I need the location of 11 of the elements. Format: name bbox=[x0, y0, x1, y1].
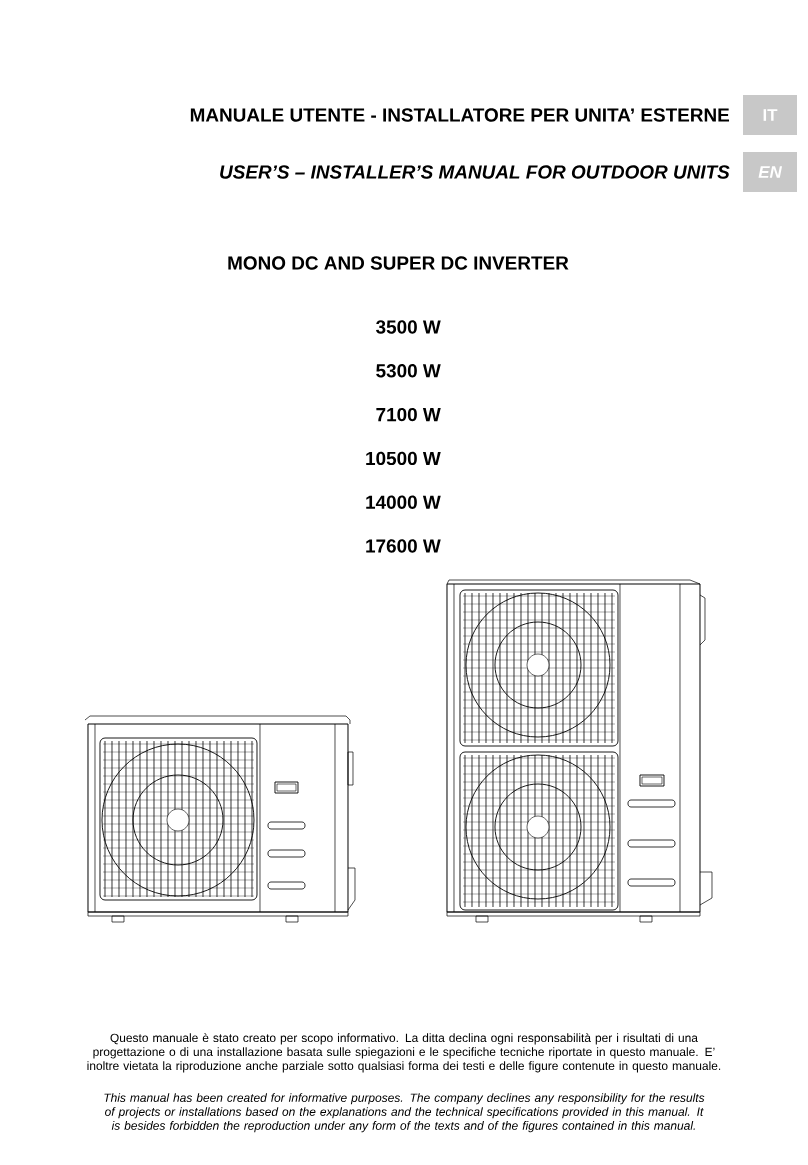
subtitle: MONO DC AND SUPER DC INVERTER bbox=[228, 256, 569, 270]
disclaimer: Questo manuale è stato creato per scopo informativo. La ditta declina ogni responsabilità per i risultati di una progettazione o di una installazione basata sulle spiegazioni e le specifiche tecniche riportate in questo manuale. E’ inoltre vietata la riproduzione anche parziale sotto qualsiasi forma dei testi e delle figure contenute in questo manuale. bbox=[87, 1033, 721, 1073]
power-rating: 17600 W bbox=[366, 539, 441, 553]
power-rating: 3500 W bbox=[376, 320, 441, 334]
power-rating: 5300 W bbox=[376, 364, 441, 378]
disclaimer: This manual has been created for informative purposes. The company declines any responsibility for the results of projects or installations based on the explanations and the technical specifications provided in this manual. It is besides forbidden the reproduction under any form of the texts and of the figures contained in this manual. bbox=[104, 1093, 705, 1133]
power-rating: 14000 W bbox=[366, 495, 441, 509]
heading: MANUALE UTENTE - INSTALLATORE PER UNITA’ ESTERNE bbox=[190, 108, 730, 122]
power-rating: 10500 W bbox=[366, 451, 441, 466]
heading: USER’S – INSTALLER’S MANUAL FOR OUTDOOR UNITS bbox=[220, 165, 730, 179]
power-rating: 7100 W bbox=[376, 407, 441, 422]
